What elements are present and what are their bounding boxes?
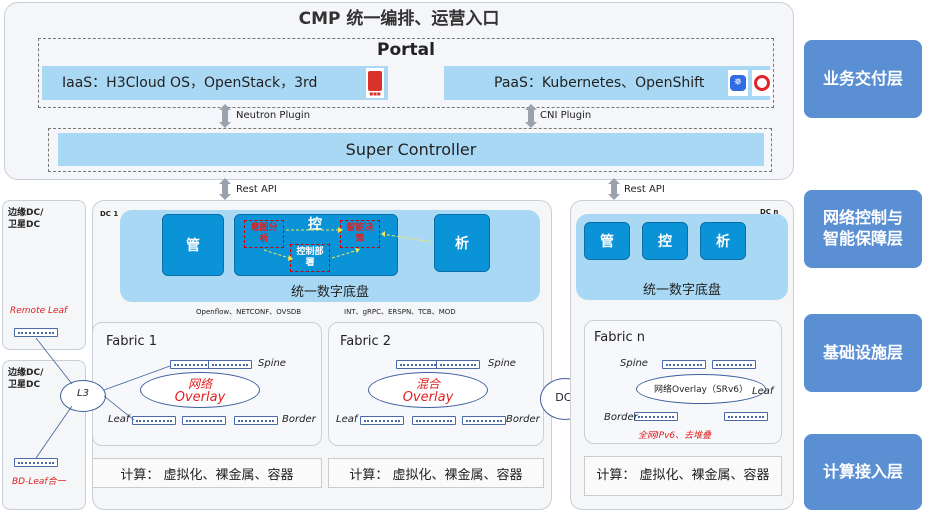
dcn-analyze[interactable]: 析 [700,222,746,260]
dc1-label: DC 1 [100,210,119,218]
fabric1-spine-switch-2 [208,360,252,369]
fabric1-leaf-label: Leaf [108,414,130,425]
fabric1-overlay-line2: Overlay [174,390,226,405]
fabricn-overlay-label: 网络Overlay（SRv6） [653,385,748,395]
openstack-logo-icon: ■■■ [366,68,384,98]
fabricn-leaf-label: Leaf [752,386,774,397]
cmp-title: CMP 统一编排、运营入口 [298,8,500,29]
fabric2-overlay-line2: Overlay [402,390,454,405]
layer-infra: 基础设施层 [804,314,922,392]
fabric2-border-label: Border [506,414,540,425]
dc1-control-label: 控 [308,217,322,233]
dcn-label: DC n [760,208,779,216]
dc1-digital-base: 统一数字底盘 [290,284,369,300]
paas-box[interactable] [444,66,770,100]
scene-analysis: 意图分析 [244,220,284,248]
fabricn-spine-switch-1 [662,360,706,369]
fabric2-overlay-line1: 混合 [415,377,440,391]
openshift-logo-icon [752,70,772,96]
fabricn-leaf-switch [724,412,768,421]
smart-decision: 智能决策 [340,220,380,248]
fabric2-spine-switch-1 [396,360,440,369]
fabricn-spine-label: Spine [620,358,648,369]
iaas-box[interactable] [42,66,388,100]
fabricn-title: Fabric n [594,330,645,345]
fabric2-overlay-cloud [368,372,488,408]
dc1-analyze[interactable]: 析 [434,214,490,272]
control-deploy: 控制部署 [290,244,330,272]
remote-leaf-switch-icon [14,328,58,337]
edge-dc-top-label: 边缘DC/卫星DC [8,208,44,230]
layer-business: 业务交付层 [804,40,922,118]
fabric1-spine-label: Spine [258,358,286,369]
dcn-manage[interactable]: 管 [584,222,630,260]
portal-box [38,38,774,108]
dcn-digital-base: 统一数字底盘 [642,282,721,298]
fabric2-leaf-switch-1 [360,416,404,425]
fabric2-leaf-switch-3 [462,416,506,425]
super-controller[interactable]: Super Controller [58,133,764,166]
dc1-protocols-right: INT、gRPC、ERSPN、TCB、MOD [344,308,456,316]
fabric2-spine-label: Spine [488,358,516,369]
kubernetes-logo-icon: ✵ [728,70,748,96]
neutron-plugin-label: Neutron Plugin [236,110,311,121]
super-controller-box [48,128,772,172]
dci-label: DCI [555,391,575,404]
fabricn-border-label: Border [604,412,638,423]
dc1-protocols-left: Openflow、NETCONF、OVSDB [196,308,302,316]
fabricn-ipv6-label: 全网IPv6、去堆叠 [638,431,712,441]
dc1-manage[interactable]: 管 [162,214,224,276]
iaas-label: IaaS：H3Cloud OS，OpenStack，3rd [62,75,318,91]
fabric2-leaf-switch-2 [412,416,456,425]
l3-cloud [60,380,106,412]
layer-control: 网络控制与智能保障层 [804,190,922,268]
fabricn-compute: 计算： 虚拟化、裸金属、容器 [584,456,782,496]
cni-plugin-label: CNI Plugin [540,110,592,121]
fabricn-overlay-cloud [636,374,766,404]
fabric1-overlay-line1: 网络 [187,377,212,391]
bd-leaf-switch-icon [14,458,58,467]
fabricn-spine-switch-2 [712,360,756,369]
l3-label: L3 [77,388,89,399]
remote-leaf-label: Remote Leaf [10,306,68,316]
fabric1-title: Fabric 1 [106,334,158,349]
fabric1-leaf-switch-2 [182,416,226,425]
fabric2-spine-switch-2 [436,360,480,369]
rest-api-left: Rest API [236,184,277,195]
fabric2-leaf-label: Leaf [336,414,358,425]
fabric2-compute: 计算： 虚拟化、裸金属、容器 [328,458,544,488]
portal-title: Portal [377,40,435,60]
layer-compute: 计算接入层 [804,434,922,510]
bd-leaf-label: BD-Leaf合一 [12,477,66,487]
fabricn-border-switch [634,412,678,421]
edge-dc-bottom-label: 边缘DC/卫星DC [8,368,44,390]
fabric2-title: Fabric 2 [340,334,392,349]
paas-label: PaaS：Kubernetes、OpenShift [494,75,705,91]
fabric1-leaf-switch-3 [234,416,278,425]
fabric1-leaf-switch-1 [132,416,176,425]
edge-dc-top [2,200,86,350]
fabric1-compute: 计算： 虚拟化、裸金属、容器 [92,458,322,488]
dcn-control[interactable]: 控 [642,222,688,260]
fabric1-overlay-cloud [140,372,260,408]
rest-api-right: Rest API [624,184,665,195]
fabric1-border-label: Border [282,414,316,425]
